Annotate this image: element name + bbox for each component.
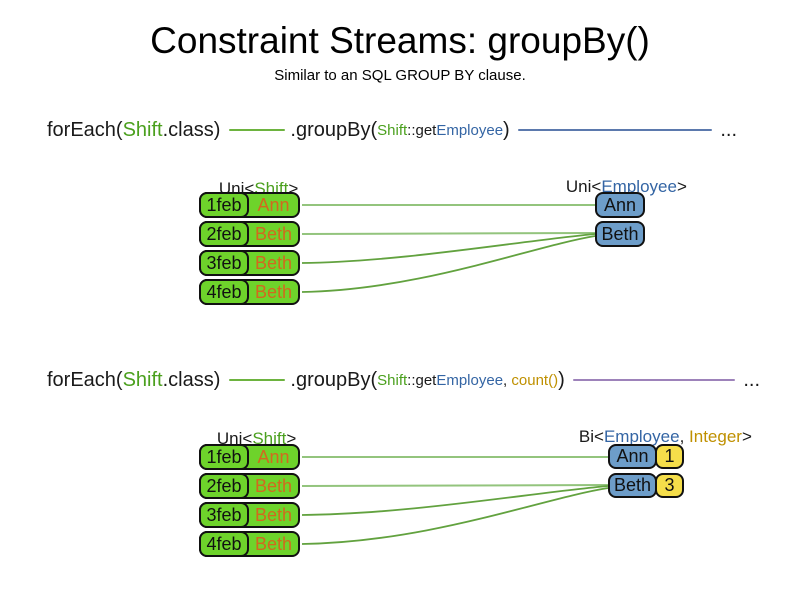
code1-arg-get: ::get: [407, 121, 437, 139]
row-date: 4feb: [199, 279, 249, 305]
row-date: 3feb: [199, 250, 249, 276]
label-bi-employee-integer: Bi<Employee, Integer>: [560, 407, 752, 467]
row-date: 2feb: [199, 221, 249, 247]
shift-table-2: Ann 1feb Beth 2feb Beth 3feb Beth 4feb: [199, 444, 300, 560]
result-employee-name: Ann: [608, 444, 657, 469]
label-suffix: >: [286, 429, 297, 448]
row-employee-name: Beth: [254, 223, 293, 244]
label-prefix: Uni<: [565, 177, 602, 196]
row-employee-name: Ann: [257, 446, 290, 467]
code-line-1: forEach(Shift.class) .groupBy(Shift::get…: [47, 117, 737, 143]
code2-class-close: .class): [162, 368, 221, 391]
row-date: 4feb: [199, 531, 249, 557]
link-s1-row2-beth: [301, 232, 596, 235]
result-employee-name: Beth: [608, 473, 657, 498]
slide-title: Constraint Streams: groupBy(): [150, 20, 650, 61]
table-row: Beth 3feb: [199, 250, 300, 276]
label-type-integer: Integer: [689, 427, 742, 446]
code2-arg-get: ::get: [407, 371, 437, 389]
link-s2-row4-beth: [301, 487, 609, 545]
table-row: Beth 3feb: [199, 502, 300, 528]
label-suffix: >: [288, 179, 299, 198]
code1-foreach: forEach(: [47, 118, 123, 141]
result-box-ann: Ann: [595, 192, 645, 218]
code1-arg-employee: Employee: [436, 121, 504, 139]
label-suffix: >: [741, 427, 752, 446]
code1-groupby: .groupBy(: [290, 118, 378, 141]
label-separator: ,: [679, 427, 690, 446]
code2-close-paren: ): [558, 368, 565, 391]
label-suffix: >: [676, 177, 687, 196]
row-date: 1feb: [199, 192, 249, 218]
code1-green-connector-line: [229, 129, 286, 131]
link-s2-row2-beth: [301, 484, 609, 487]
row-date: 2feb: [199, 473, 249, 499]
row-employee-name: Ann: [257, 194, 290, 215]
code2-shift-class: Shift: [122, 368, 163, 391]
row-employee-name: Beth: [254, 504, 293, 525]
code2-groupby: .groupBy(: [290, 368, 378, 391]
result-count: 3: [655, 473, 684, 498]
code2-foreach: forEach(: [47, 368, 123, 391]
label-prefix: Bi<: [578, 427, 604, 446]
row-date: 1feb: [199, 444, 249, 470]
result-box-beth: Beth: [595, 221, 645, 247]
code2-ellipsis: ...: [743, 368, 760, 391]
shift-table-1: Ann 1feb Beth 2feb Beth 3feb Beth 4feb: [199, 192, 300, 308]
label-type-employee: Employee: [603, 427, 680, 446]
label-uni-employee: Uni<Employee>: [547, 157, 687, 217]
row-employee-name: Beth: [254, 475, 293, 496]
result-pair-ann: Ann 1: [608, 444, 684, 469]
row-date: 3feb: [199, 502, 249, 528]
code2-arg-shift: Shift: [377, 371, 408, 389]
result-pair-beth: Beth 3: [608, 473, 684, 498]
label-uni-shift-2: Uni<Shift>: [198, 409, 296, 469]
code1-ellipsis: ...: [720, 118, 737, 141]
table-row: Beth 2feb: [199, 473, 300, 499]
row-employee-name: Beth: [254, 281, 293, 302]
table-row: Beth 4feb: [199, 279, 300, 305]
code2-purple-connector-line: [572, 379, 736, 381]
code1-close-paren: ): [503, 118, 510, 141]
code2-green-connector-line: [229, 379, 286, 381]
code-line-2: forEach(Shift.class) .groupBy(Shift::get…: [47, 367, 760, 393]
label-type-employee: Employee: [601, 177, 677, 196]
code1-class-close: .class): [162, 118, 221, 141]
table-row: Ann 1feb: [199, 192, 300, 218]
link-s2-row3-beth: [301, 485, 609, 516]
label-type-shift: Shift: [252, 429, 287, 448]
code1-blue-connector-line: [517, 129, 713, 131]
code1-shift-class: Shift: [122, 118, 163, 141]
table-row: Ann 1feb: [199, 444, 300, 470]
row-employee-name: Beth: [254, 252, 293, 273]
code2-comma: ,: [503, 371, 512, 389]
code2-count: count(): [511, 371, 559, 389]
code2-arg-employee: Employee: [436, 371, 504, 389]
table-row: Beth 2feb: [199, 221, 300, 247]
link-s1-row3-beth: [301, 233, 596, 264]
slide-subtitle: Similar to an SQL GROUP BY clause.: [274, 67, 526, 84]
table-row: Beth 4feb: [199, 531, 300, 557]
link-s1-row4-beth: [301, 235, 596, 293]
result-count: 1: [655, 444, 684, 469]
code1-arg-shift: Shift: [377, 121, 408, 139]
label-prefix: Uni<: [216, 429, 253, 448]
row-employee-name: Beth: [254, 533, 293, 554]
